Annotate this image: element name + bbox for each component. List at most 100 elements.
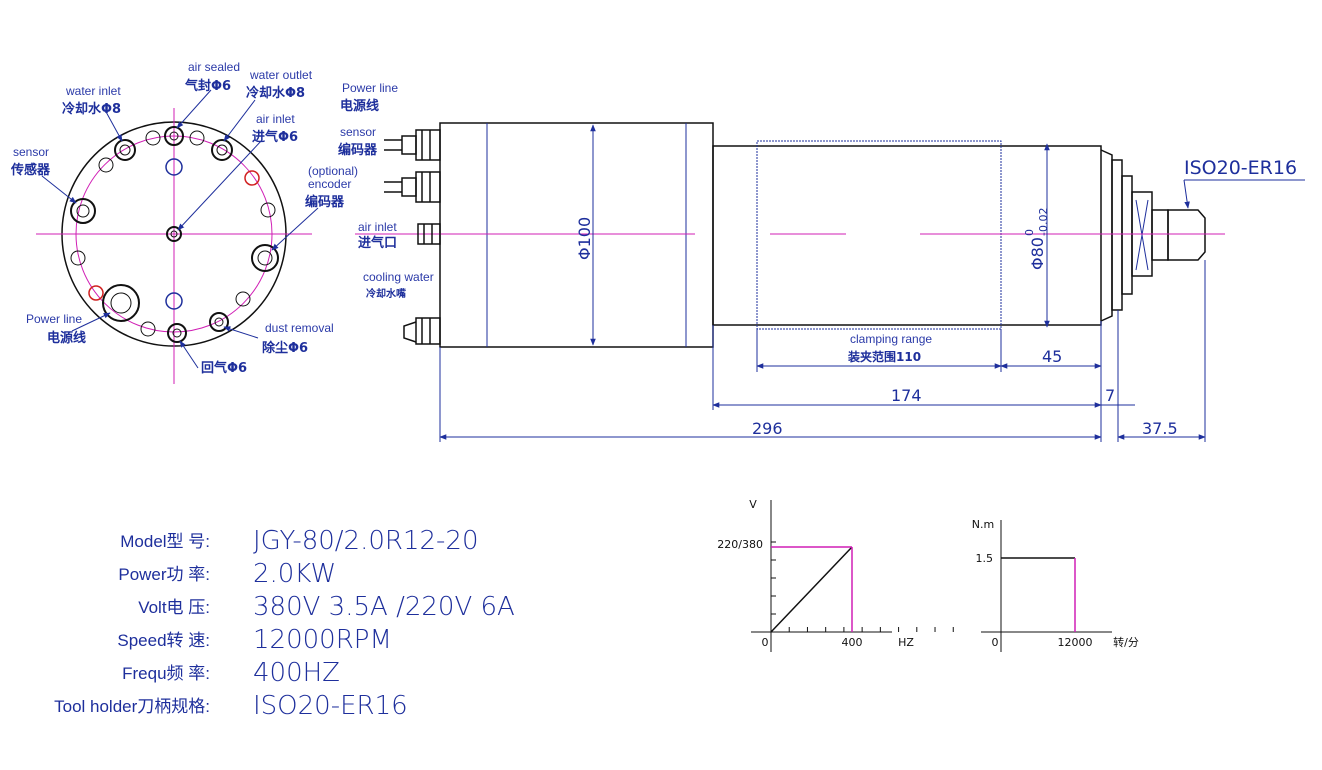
water-outlet-en: water outlet <box>249 68 313 82</box>
side-sensor-en: sensor <box>340 125 376 139</box>
chart-1-xlabel: 转/分 <box>1113 635 1139 649</box>
spec-value-0: JGY-80/2.0R12-20 <box>253 526 479 556</box>
chart-1-ylabel: N.m <box>972 518 994 531</box>
dim-d80-tol-lower: -0.02 <box>1037 208 1050 236</box>
clamping-en: clamping range <box>850 332 932 346</box>
air-sealed-cn: 气封Φ6 <box>185 78 231 94</box>
dim-d80-tol-upper: 0 <box>1023 229 1036 236</box>
dim-174: 174 <box>891 386 922 405</box>
spec-key-3: Speed转 速: <box>117 631 210 650</box>
side-cooling-cn: 冷却水嘴 <box>366 287 406 300</box>
side-cooling-en: cooling water <box>363 270 434 284</box>
fitting-top <box>164 126 184 146</box>
side-air-cn: 进气口 <box>358 235 397 251</box>
nut-hatch-2 <box>1135 199 1149 271</box>
side-view: Power line 电源线 sensor 编码器 air inlet 进气口 … <box>338 81 1305 442</box>
hole-c <box>145 130 161 146</box>
chart-1-xtick-label: 12000 <box>1058 636 1093 649</box>
chart-1-ytick-label: 1.5 <box>976 552 994 565</box>
fitting-encoder <box>251 244 279 272</box>
tool-holder <box>1167 209 1206 261</box>
hole-red-bottom <box>88 285 104 301</box>
clamping-cn: 装夹范围110 <box>847 349 921 364</box>
nose-section <box>712 145 1102 326</box>
sensor-en: sensor <box>13 145 49 159</box>
voltage-frequency-chart: V HZ 220/380 400 0 <box>717 498 954 652</box>
dust-en: dust removal <box>265 321 334 335</box>
chart-0-origin-label: 0 <box>762 636 769 649</box>
spec-key-0: Model型 号: <box>120 532 210 551</box>
spec-key-4: Frequ频 率: <box>122 664 210 683</box>
spec-key-1: Power功 率: <box>118 565 210 584</box>
collet-body <box>1151 209 1169 261</box>
connector-power <box>384 129 441 161</box>
hole-a <box>98 157 114 173</box>
side-power-cn: 电源线 <box>340 98 379 114</box>
side-air-en: air inlet <box>358 220 397 234</box>
air-inlet-cn: 进气Φ6 <box>252 129 298 145</box>
fitting-power <box>102 284 140 322</box>
hole-e <box>70 250 86 266</box>
hole-red-top <box>244 170 260 186</box>
hole-d <box>260 202 276 218</box>
fitting-dust <box>209 312 229 332</box>
chart-0-ylabel: V <box>749 498 757 511</box>
return-cn: 回气Φ6 <box>201 360 247 376</box>
spec-key-2: Volt电 压: <box>138 598 210 617</box>
dim-d100: Φ100 <box>575 217 594 260</box>
spec-value-1: 2.0KW <box>253 559 336 589</box>
air-inlet-en: air inlet <box>256 112 295 126</box>
clamping-zone <box>756 140 1002 330</box>
dim-296: 296 <box>752 419 783 438</box>
encoder-cn: 编码器 <box>305 194 345 210</box>
hole-lower <box>165 292 183 310</box>
front-ring <box>1111 159 1123 311</box>
side-sensor-cn: 编码器 <box>338 142 378 158</box>
air-sealed-en: air sealed <box>188 60 240 74</box>
connector-air <box>417 223 441 245</box>
dim-45: 45 <box>1042 347 1062 366</box>
water-outlet-cn: 冷却水Φ8 <box>246 85 305 101</box>
front-flange <box>1100 149 1113 322</box>
hole-g <box>140 321 156 337</box>
chart-0-xtick-label: 400 <box>842 636 863 649</box>
hole-b <box>189 130 205 146</box>
connector-cooling <box>403 317 441 345</box>
dim-d80: Φ80 <box>1028 237 1047 270</box>
side-power-en: Power line <box>342 81 398 95</box>
water-inlet-cn: 冷却水Φ8 <box>62 101 121 117</box>
spec-value-3: 12000RPM <box>253 625 392 655</box>
fitting-water-outlet <box>211 139 233 161</box>
encoder-en-2: encoder <box>308 177 351 191</box>
fitting-return <box>167 323 187 343</box>
spec-value-2: 380V 3.5A /220V 6A <box>253 592 515 622</box>
dust-cn: 除尘Φ6 <box>262 340 308 356</box>
hole-f <box>235 291 251 307</box>
dim-7: 7 <box>1105 386 1115 405</box>
nut-outer <box>1121 175 1133 295</box>
fitting-sensor <box>70 198 96 224</box>
chart-1-origin-label: 0 <box>992 636 999 649</box>
sensor-cn: 传感器 <box>10 162 51 178</box>
connector-sensor <box>384 171 441 203</box>
fitting-center <box>166 226 182 242</box>
power-cn: 电源线 <box>47 330 86 346</box>
spec-value-5: ISO20-ER16 <box>253 691 408 721</box>
encoder-en-1: (optional) <box>308 164 358 178</box>
chart-0-series-line <box>770 546 853 633</box>
tool-holder-label: ISO20-ER16 <box>1184 157 1297 179</box>
chart-0-ytick-label: 220/380 <box>717 538 763 551</box>
end-view: air sealed 气封Φ6 water outlet 冷却水Φ8 water… <box>10 60 358 384</box>
dim-37-5: 37.5 <box>1142 419 1178 438</box>
spec-value-4: 400HZ <box>253 658 340 688</box>
torque-speed-chart: N.m 转/分 1.5 12000 0 <box>972 518 1139 652</box>
power-en: Power line <box>26 312 82 326</box>
fitting-water-inlet <box>114 139 136 161</box>
water-inlet-en: water inlet <box>65 84 121 98</box>
hole-upper <box>165 158 183 176</box>
tool-holder-leader <box>1183 179 1190 209</box>
chart-0-xlabel: HZ <box>898 636 914 649</box>
spec-key-5: Tool holder刀柄规格: <box>54 697 210 716</box>
